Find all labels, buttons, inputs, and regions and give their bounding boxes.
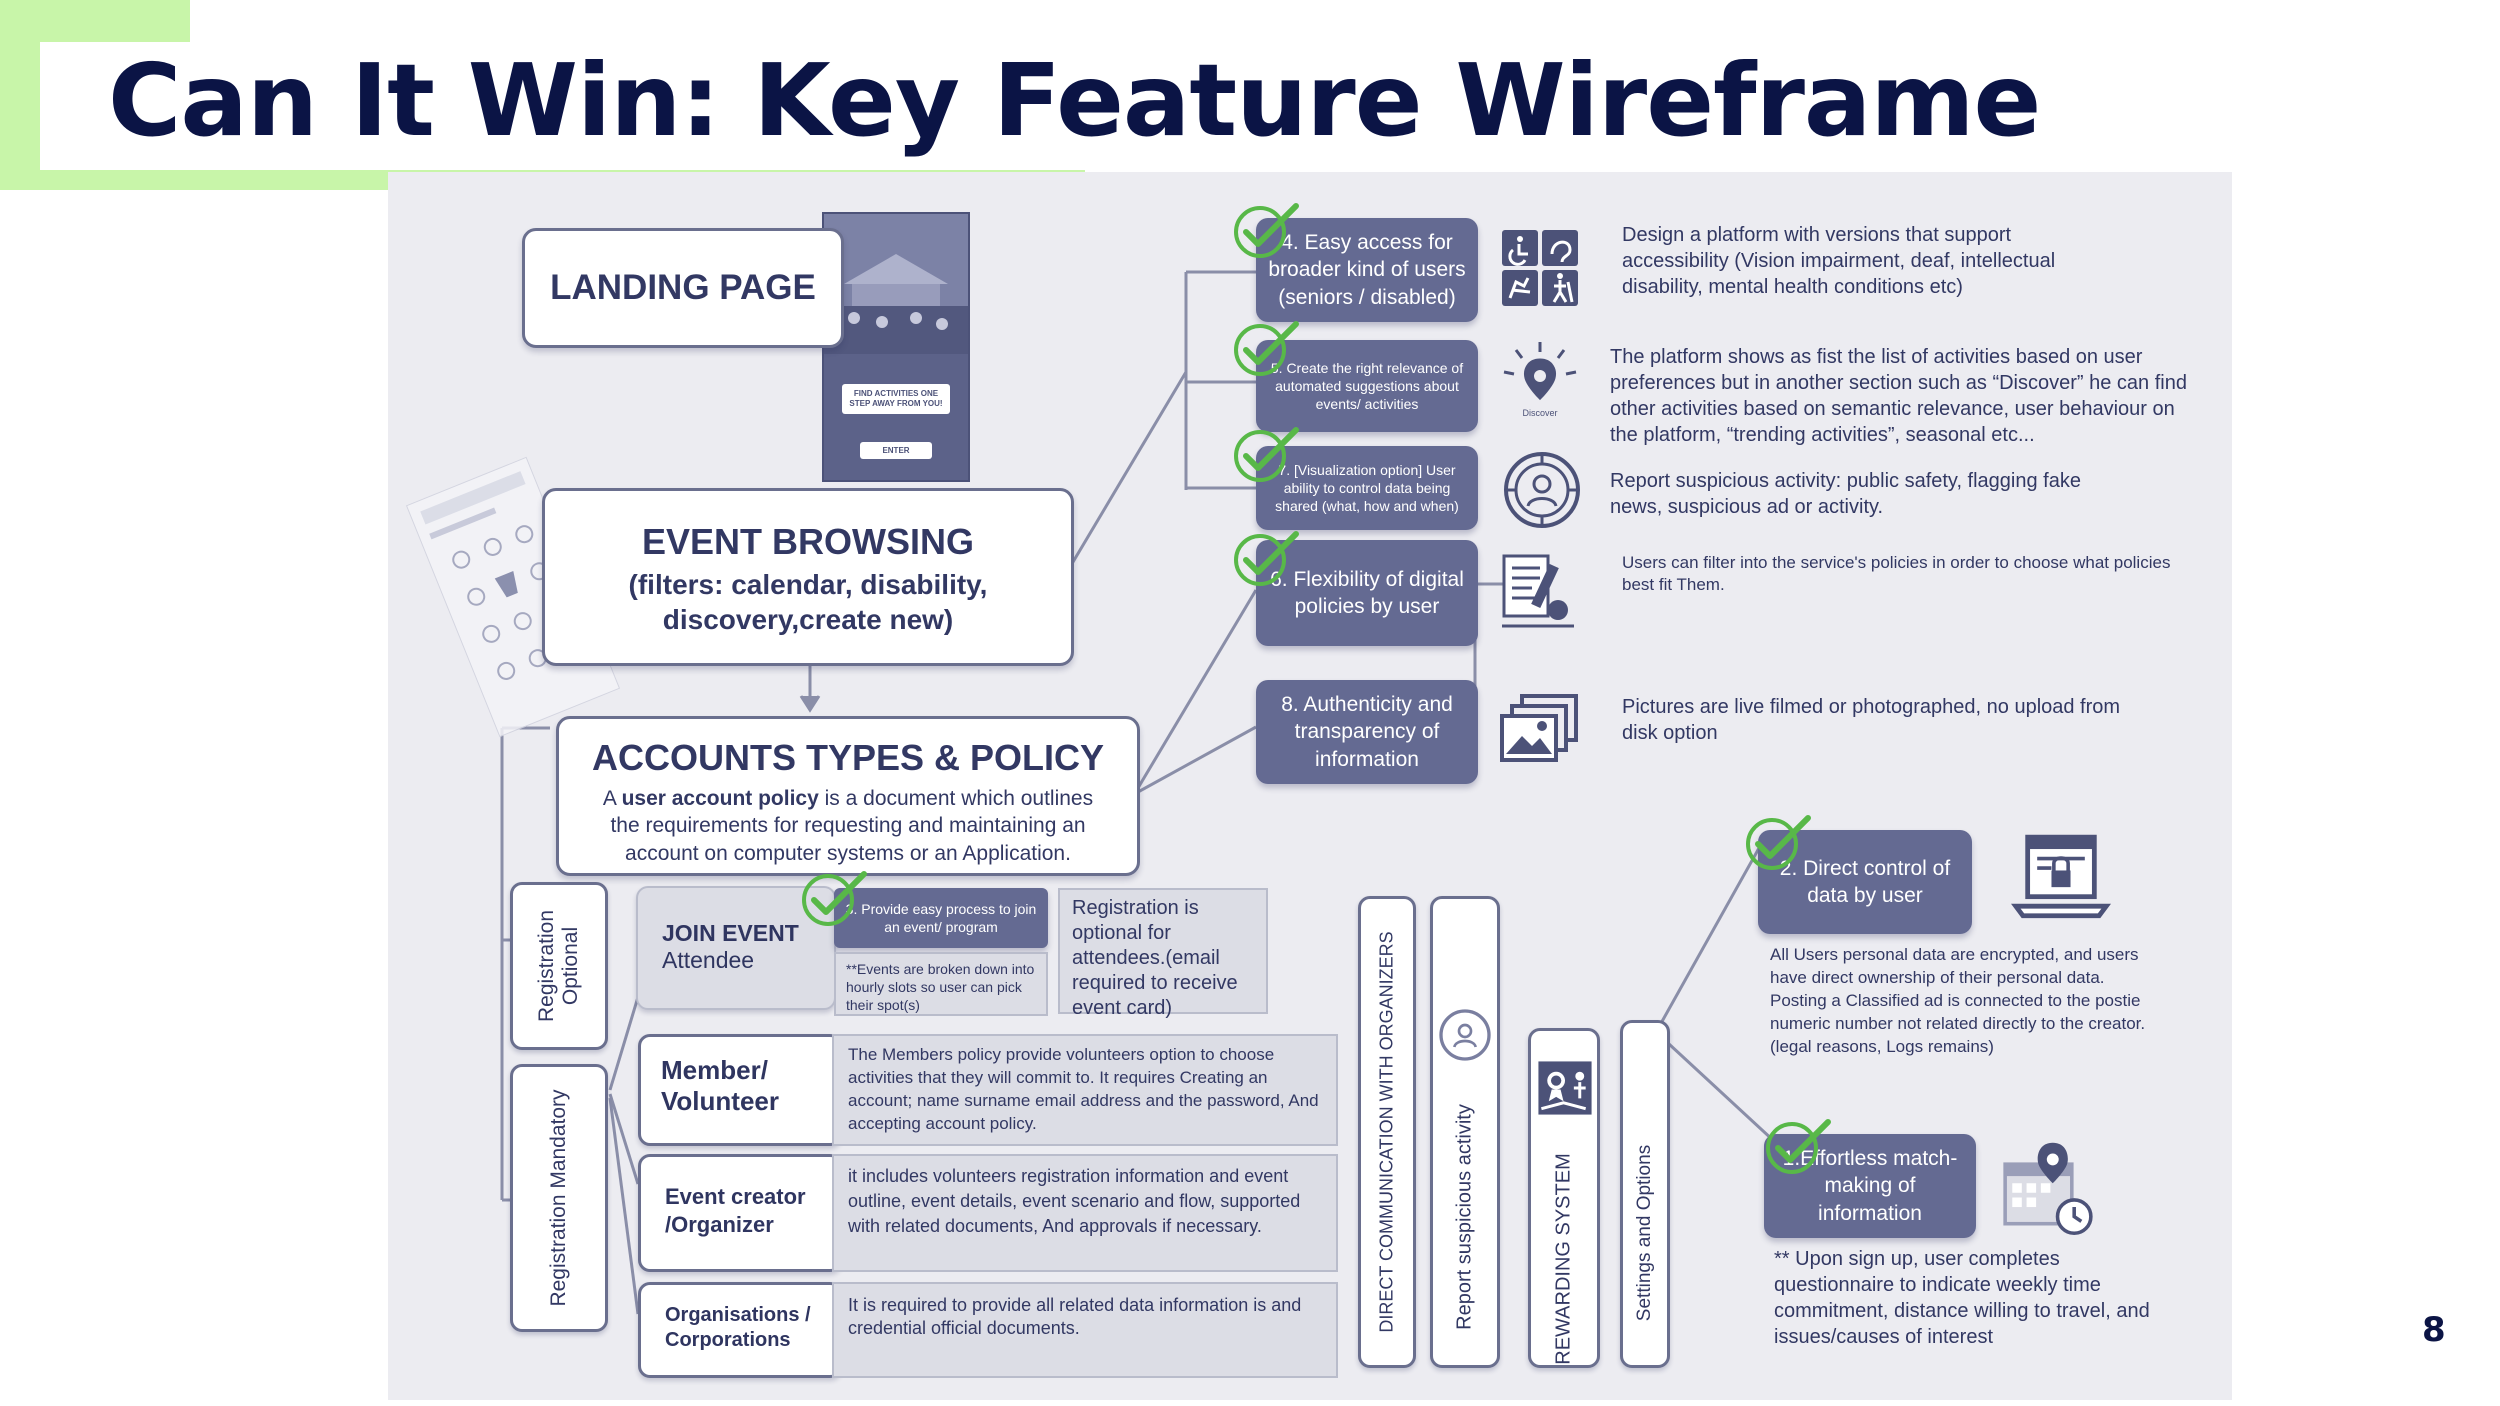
photo-gallery-icon [1500,694,1578,762]
feature-desc-data-control: Report suspicious activity: public safet… [1610,470,2081,518]
landing-page-title: LANDING PAGE [550,268,816,307]
event-browsing-node[interactable]: EVENT BROWSING (filters: calendar, disab… [542,488,1074,666]
registration-mandatory-label: Registration Mandatory [547,1089,570,1307]
discover-icon: Discover [1503,342,1577,418]
registration-optional-label: Registration Optional [534,909,582,1023]
feature-node-suggestions[interactable]: 5. Create the right relevance of automat… [1256,340,1478,432]
app-screen-icons [420,471,579,680]
feature-node-accessibility[interactable]: 4. Easy access for broader kind of users… [1256,218,1478,322]
event-browsing-title: EVENT BROWSING [641,521,974,562]
organisations-label: Organisations / Corporations [665,1304,811,1351]
hourly-slots-note: **Events are broken down into hourly slo… [834,952,1048,1016]
phone-enter-button[interactable]: ENTER [860,442,932,459]
calendar-location-icon [2003,1142,2093,1236]
discover-icon-label: Discover [1522,408,1557,418]
column-report-suspicious-label: Report suspicious activity [1453,1104,1476,1330]
column-rewarding-system-label: REWARDING SYSTEM [1552,1153,1575,1365]
join-event-node[interactable]: JOIN EVENT Attendee [636,886,836,1010]
accessibility-icon [1502,230,1578,306]
wireframe-diagram: FIND ACTIVITIES ONE STEP AWAY FROM YOU! … [388,172,2232,1400]
feature-desc-accessibility: Design a platform with versions that sup… [1622,224,2056,298]
feature-node-flexible-policies[interactable]: 6. Flexibility of digital policies by us… [1256,540,1478,646]
column-settings-options-label: Settings and Options [1634,1144,1655,1322]
registration-mandatory-panel: Registration Mandatory [510,1064,608,1332]
organisations-desc: It is required to provide all related da… [832,1282,1338,1378]
accounts-description: A user account policy is a document whic… [602,787,1094,865]
title-card [40,42,1085,170]
page-number: 8 [2422,1310,2446,1350]
feature-node-direct-data-control[interactable]: 2. Direct control of data by user [1758,830,1972,934]
member-volunteer-desc: The Members policy provide volunteers op… [832,1034,1338,1146]
member-volunteer-label: Member/ Volunteer [661,1055,779,1117]
accounts-description-bold: user account policy [621,787,819,810]
event-creator-label: Event creator /Organizer [665,1184,806,1237]
reward-icon [1538,1061,1592,1115]
check-icon [802,871,867,926]
accent-bar-left [0,0,40,190]
check-icon [1234,203,1299,258]
event-tent-photo [824,214,968,354]
event-creator-node[interactable]: Event creator /Organizer [638,1154,842,1272]
check-icon [1746,815,1811,870]
accounts-policy-node[interactable]: ACCOUNTS TYPES & POLICY A user account p… [556,716,1140,876]
check-icon [1234,531,1299,586]
member-volunteer-node[interactable]: Member/ Volunteer [638,1034,842,1146]
join-event-title: JOIN EVENT [662,920,799,946]
provide-process-node[interactable]: 3. Provide easy process to join an event… [834,888,1048,948]
secure-laptop-icon [2011,834,2111,919]
event-creator-desc: it includes volunteers registration info… [832,1154,1338,1272]
feature-desc-suggestions: The platform shows as fist the list of a… [1610,346,2187,446]
policy-document-icon [1502,554,1574,628]
phone-tagline: FIND ACTIVITIES ONE STEP AWAY FROM YOU! [842,384,950,414]
landing-phone-mockup: FIND ACTIVITIES ONE STEP AWAY FROM YOU! … [822,212,970,482]
check-icon [1234,427,1299,482]
column-settings-options[interactable]: Settings and Options [1620,1020,1670,1368]
feature-desc-flexible-policies: Users can filter into the service's poli… [1622,553,2171,595]
feature-node-match-making[interactable]: 1.Effortless match-making of information [1764,1134,1976,1238]
join-event-subtitle: Attendee [662,947,755,973]
event-browsing-app-mockup [405,456,621,738]
report-user-shield-icon [1439,1009,1491,1061]
accounts-title: ACCOUNTS TYPES & POLICY [591,737,1105,778]
landing-page-node[interactable]: LANDING PAGE [522,228,844,348]
registration-optional-note: Registration is optional for attendees.(… [1058,888,1268,1019]
event-browsing-subtitle: (filters: calendar, disability, discover… [628,569,988,635]
feature-desc-direct-data-control: All Users personal data are encrypted, a… [1770,945,2146,1056]
page-title: Can It Win: Key Feature Wireframe [108,42,2041,159]
feature-node-authenticity[interactable]: 8. Authenticity and transparency of info… [1256,680,1478,784]
registration-optional-panel: Registration Optional [510,882,608,1050]
column-direct-communication-label: DIRECT COMMUNICATION WITH ORGANIZERS [1376,931,1397,1333]
column-report-suspicious[interactable]: Report suspicious activity [1430,896,1500,1368]
feature-desc-authenticity: Pictures are live filmed or photographed… [1622,696,2121,744]
column-direct-communication[interactable]: DIRECT COMMUNICATION WITH ORGANIZERS [1358,896,1416,1368]
feature-node-data-control[interactable]: 7. [Visualization option] User ability t… [1256,446,1478,530]
feature-desc-match-making: ** Upon sign up, user completes question… [1774,1248,2150,1348]
check-icon [1234,321,1299,376]
organisations-node[interactable]: Organisations / Corporations [638,1282,842,1378]
user-shield-icon [1504,452,1580,528]
check-icon [1766,1119,1831,1174]
column-rewarding-system[interactable]: REWARDING SYSTEM [1528,1028,1600,1368]
